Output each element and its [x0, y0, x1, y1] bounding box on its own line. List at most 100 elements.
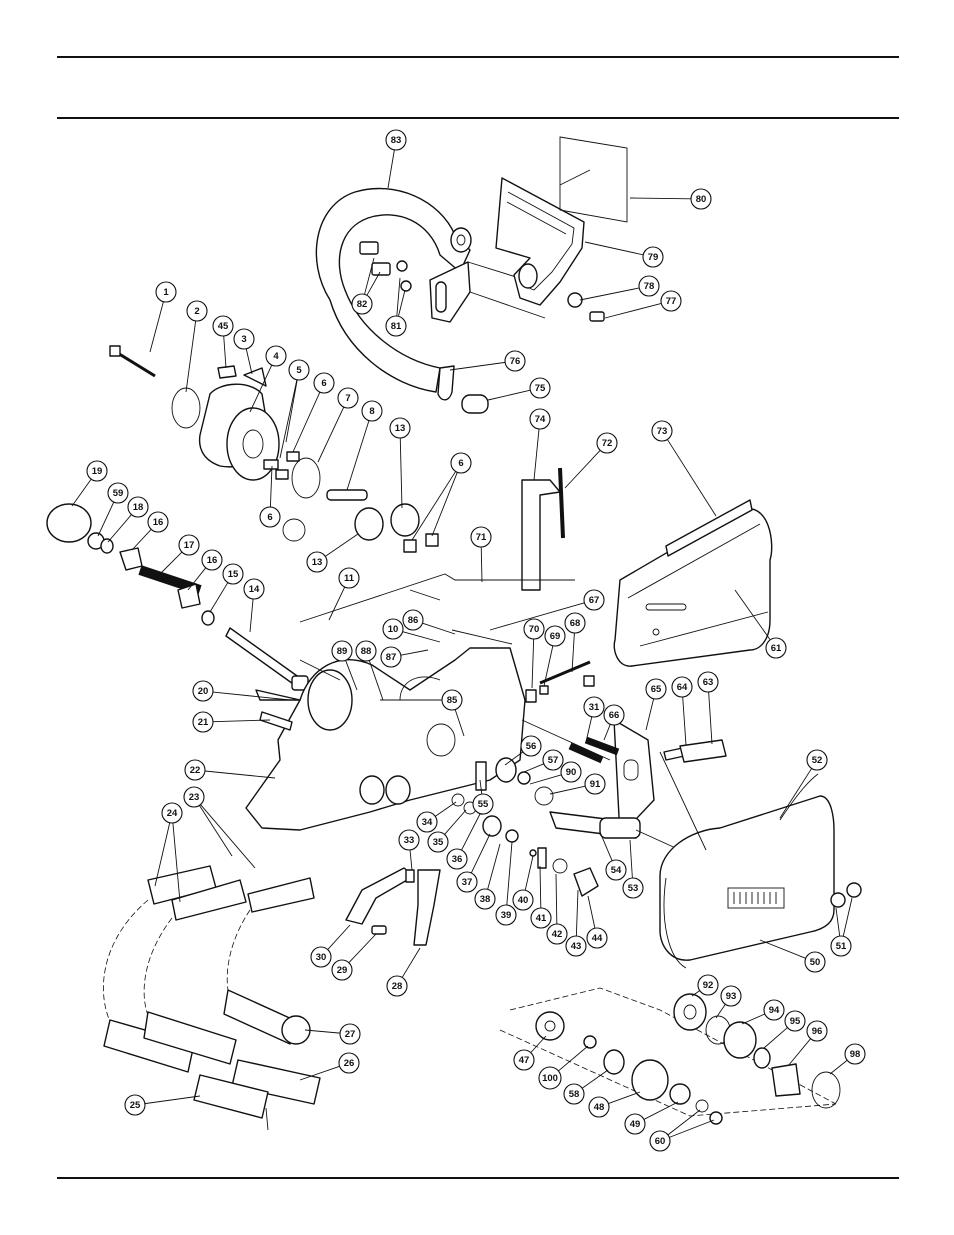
callout-label: 65 [651, 684, 662, 695]
callout-82: 82 [352, 294, 372, 314]
callout-label: 56 [526, 741, 537, 752]
callout-66: 66 [604, 705, 624, 725]
leader-line-50 [760, 940, 806, 958]
leader-line-35 [445, 810, 466, 834]
callout-36: 36 [447, 849, 467, 869]
callout-7: 7 [338, 388, 358, 408]
callout-45: 45 [213, 316, 233, 336]
callout-label: 13 [312, 557, 323, 568]
callout-label: 79 [648, 252, 659, 263]
leader-line-94 [742, 1014, 765, 1024]
callout-label: 98 [850, 1049, 861, 1060]
leader-line-66 [604, 724, 610, 740]
sprocket-assembly-part [500, 988, 840, 1124]
callout-label: 7 [345, 393, 350, 404]
callout-47: 47 [514, 1050, 534, 1070]
callout-label: 6 [321, 378, 326, 389]
callout-label: 64 [677, 682, 688, 693]
callout-3: 3 [234, 329, 254, 349]
callout-21: 21 [193, 712, 213, 732]
leader-line-5-2 [280, 380, 297, 458]
callout-13b: 13 [307, 552, 327, 572]
leader-line-44 [588, 896, 595, 928]
callout-label: 73 [657, 426, 668, 437]
callout-label: 18 [133, 502, 144, 513]
leader-line-37 [471, 834, 490, 873]
callout-label: 39 [501, 910, 512, 921]
callout-label: 26 [344, 1058, 355, 1069]
trigger-assembly-part [346, 868, 440, 945]
callout-22: 22 [185, 760, 205, 780]
callout-label: 47 [519, 1055, 530, 1066]
callout-label: 13 [395, 423, 406, 434]
callout-27: 27 [340, 1024, 360, 1044]
callout-label: 43 [571, 941, 582, 952]
leader-line-5-1 [286, 380, 297, 442]
callout-label: 58 [569, 1089, 580, 1100]
callout-label: 20 [198, 686, 209, 697]
leader-line-6a [293, 392, 320, 452]
leader-line-3 [246, 349, 252, 374]
leader-line-11 [329, 587, 345, 620]
leader-line-76 [450, 362, 505, 370]
leader-line-36 [462, 812, 481, 850]
leader-line-63 [709, 692, 712, 744]
callout-label: 19 [92, 466, 103, 477]
callout-25: 25 [125, 1095, 145, 1115]
leader-line-2 [186, 321, 196, 392]
callout-label: 68 [570, 618, 581, 629]
leader-line-87 [401, 650, 428, 655]
callout-label: 90 [566, 767, 577, 778]
callout-label: 52 [812, 755, 823, 766]
callout-label: 15 [228, 569, 239, 580]
callout-label: 34 [422, 817, 433, 828]
leader-line-6b-1 [412, 471, 456, 540]
callout-38: 38 [475, 889, 495, 909]
leader-line-70 [532, 639, 534, 688]
callout-8: 8 [362, 401, 382, 421]
leader-line-1 [150, 302, 163, 352]
callout-label: 41 [536, 913, 547, 924]
side-cover-part [660, 774, 861, 968]
callout-label: 95 [790, 1016, 801, 1027]
callout-label: 25 [130, 1100, 141, 1111]
leader-line-30 [328, 925, 350, 950]
callout-label: 6 [458, 458, 463, 469]
callout-label: 83 [391, 135, 402, 146]
callout-label: 42 [552, 929, 563, 940]
callout-label: 14 [249, 584, 260, 595]
callout-label: 59 [113, 488, 124, 499]
leader-line-23-2 [201, 805, 255, 868]
callout-81: 81 [386, 316, 406, 336]
leader-line-72 [565, 450, 600, 488]
callout-18: 18 [128, 497, 148, 517]
callout-93: 93 [721, 986, 741, 1006]
leader-line-28 [402, 948, 420, 977]
callout-label: 11 [344, 573, 355, 584]
leader-line-38 [488, 844, 500, 889]
callout-40: 40 [513, 890, 533, 910]
callout-14: 14 [244, 579, 264, 599]
leader-line-57 [524, 764, 544, 772]
leader-line-71 [481, 547, 482, 582]
leader-line-68 [572, 633, 574, 672]
leader-line-40 [525, 856, 533, 890]
callout-label: 45 [218, 321, 229, 332]
drive-shaft-part [550, 812, 680, 850]
callout-44: 44 [587, 928, 607, 948]
callout-69: 69 [545, 626, 565, 646]
callout-label: 88 [361, 646, 372, 657]
callout-label: 87 [386, 652, 397, 663]
leader-line-98 [830, 1060, 847, 1074]
callout-label: 66 [609, 710, 620, 721]
callout-6c: 6 [260, 507, 280, 527]
callout-13a: 13 [390, 418, 410, 438]
callout-label: 67 [589, 595, 600, 606]
callout-label: 8 [369, 406, 374, 417]
callout-30: 30 [311, 947, 331, 967]
callout-label: 92 [703, 980, 714, 991]
leader-line-8 [347, 421, 369, 490]
leader-line-10 [403, 632, 440, 642]
callout-label: 70 [529, 624, 540, 635]
